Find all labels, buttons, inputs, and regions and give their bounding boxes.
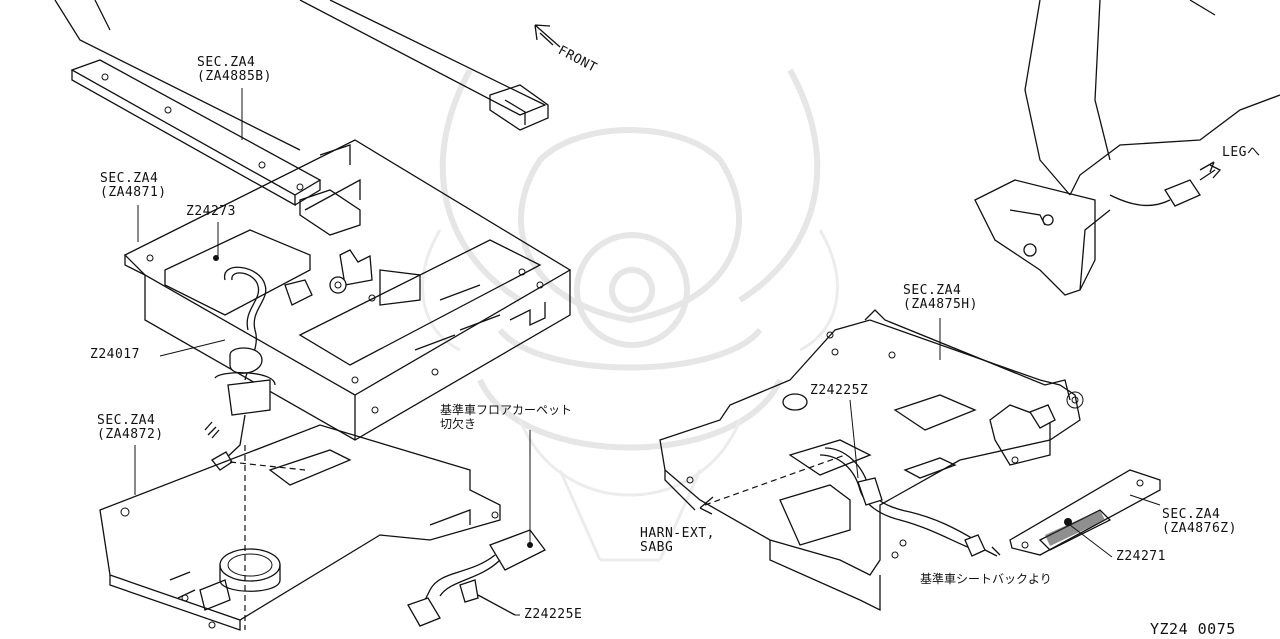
label-sec-za4875h: SEC.ZA4(ZA4875H): [903, 284, 978, 312]
label-sec-za4885b: SEC.ZA4(ZA4885B): [197, 56, 272, 84]
leg-arrow-icon: [1199, 161, 1215, 173]
label-z24225e: Z24225E: [524, 607, 583, 622]
label-sec: SEC.ZA4: [100, 171, 159, 186]
label-code: (ZA4875H): [903, 297, 978, 312]
label-code: (ZA4872): [97, 427, 164, 442]
leader-z24225z: [849, 399, 859, 479]
label-floor-carpet: 基準車フロアカーペット切欠き: [440, 403, 572, 431]
routing-line-harn-ext: [704, 454, 846, 506]
leader-z24271: [1069, 524, 1113, 558]
label-sec-za4876z: SEC.ZA4(ZA4876Z): [1162, 508, 1237, 536]
bracket-plate-z24271: [1009, 469, 1161, 556]
harness-z24225e: [407, 529, 546, 627]
routing-line-buckle: [229, 461, 306, 471]
label-harn-ext-2: SABG: [640, 540, 674, 555]
harness-z24225z: [819, 447, 1001, 557]
label-harn-ext: HARN-EXT,SABG: [640, 527, 715, 555]
label-z24273: Z24273: [186, 204, 236, 219]
diagram-id: YZ24 0075: [1150, 620, 1236, 638]
front-arrow-icon: [534, 24, 561, 48]
harn-ext-arrow-icon: [699, 496, 714, 515]
label-sec-za4872: SEC.ZA4(ZA4872): [97, 414, 164, 442]
seat-leg-upper-right: [974, 0, 1280, 296]
label-floor-carpet-1: 基準車フロアカーペット: [440, 403, 573, 417]
buckle-harness-left: [204, 255, 313, 471]
label-seatback: 基準車シートバックより: [920, 572, 1052, 586]
label-sec: SEC.ZA4: [97, 413, 156, 428]
label-code: (ZA4876Z): [1162, 521, 1237, 536]
watermark-emblem: [421, 68, 839, 562]
seat-base-frame-right: [659, 309, 1084, 612]
floor-panel-left: [99, 424, 501, 631]
label-z24017: Z24017: [90, 347, 140, 362]
label-z24225z: Z24225Z: [810, 383, 869, 398]
seat-frame-upper: [54, 0, 549, 236]
label-sec: SEC.ZA4: [197, 55, 256, 70]
label-harn-ext-1: HARN-EXT,: [640, 526, 715, 541]
leader-z24017: [159, 339, 226, 357]
label-sec-za4871: SEC.ZA4(ZA4871): [100, 172, 167, 200]
label-sec: SEC.ZA4: [1162, 507, 1221, 522]
seat-base-frame-left: [123, 139, 572, 441]
label-code: (ZA4885B): [197, 69, 272, 84]
label-z24271: Z24271: [1116, 549, 1166, 564]
label-leg: LEGへ: [1222, 145, 1261, 160]
leader-za4876z: [1129, 494, 1161, 506]
label-sec: SEC.ZA4: [903, 283, 962, 298]
label-floor-carpet-2: 切欠き: [440, 417, 477, 431]
label-code: (ZA4871): [100, 185, 167, 200]
